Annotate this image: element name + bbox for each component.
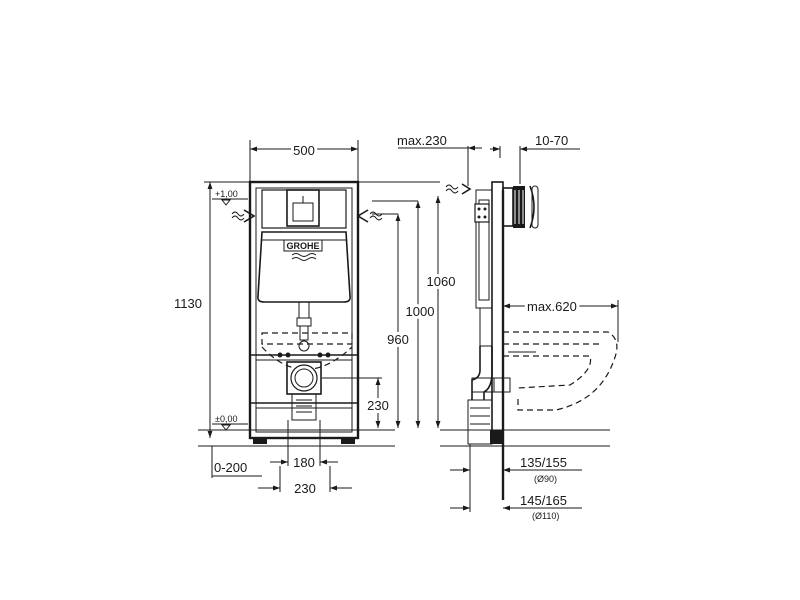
level-bottom-label: ±0,00 bbox=[215, 414, 237, 424]
dim-height-960: 960 bbox=[387, 332, 409, 347]
side-frame bbox=[474, 181, 504, 444]
dim-diameter-110: (Ø110) bbox=[532, 511, 559, 521]
dim-height-1060: 1060 bbox=[427, 274, 456, 289]
flush-plate bbox=[261, 189, 347, 229]
dim-spacing-180: 180 bbox=[293, 455, 315, 470]
fixing-bolts bbox=[277, 352, 331, 358]
dim-10-70: 10-70 bbox=[535, 133, 568, 148]
dim-width-500: 500 bbox=[293, 143, 315, 158]
dim-height-230: 230 bbox=[367, 398, 389, 413]
dim-max-230: max.230 bbox=[397, 133, 447, 148]
drain-outlet-front bbox=[286, 361, 322, 421]
dim-height-1130: 1130 bbox=[174, 296, 202, 311]
drain-pipe-side bbox=[467, 346, 511, 445]
dim-spacing-230: 230 bbox=[294, 481, 316, 496]
level-top-label: +1,00 bbox=[215, 189, 238, 199]
wc-pan-side-dashed bbox=[503, 331, 618, 411]
dim-max-620: max.620 bbox=[527, 299, 577, 314]
water-inlet-right bbox=[356, 209, 383, 223]
logo-text: GROHE bbox=[286, 241, 319, 251]
actuator-side bbox=[502, 185, 539, 229]
brand-logo: GROHE bbox=[283, 239, 323, 261]
water-inlet-left bbox=[231, 209, 256, 223]
dim-145-165: 145/165 bbox=[520, 493, 567, 508]
dim-offset-0-200: 0-200 bbox=[214, 460, 247, 475]
dim-135-155: 135/155 bbox=[520, 455, 567, 470]
wc-pan-front-dashed bbox=[261, 332, 353, 345]
dim-height-1000: 1000 bbox=[406, 304, 435, 319]
dim-diameter-90: (Ø90) bbox=[534, 474, 557, 484]
